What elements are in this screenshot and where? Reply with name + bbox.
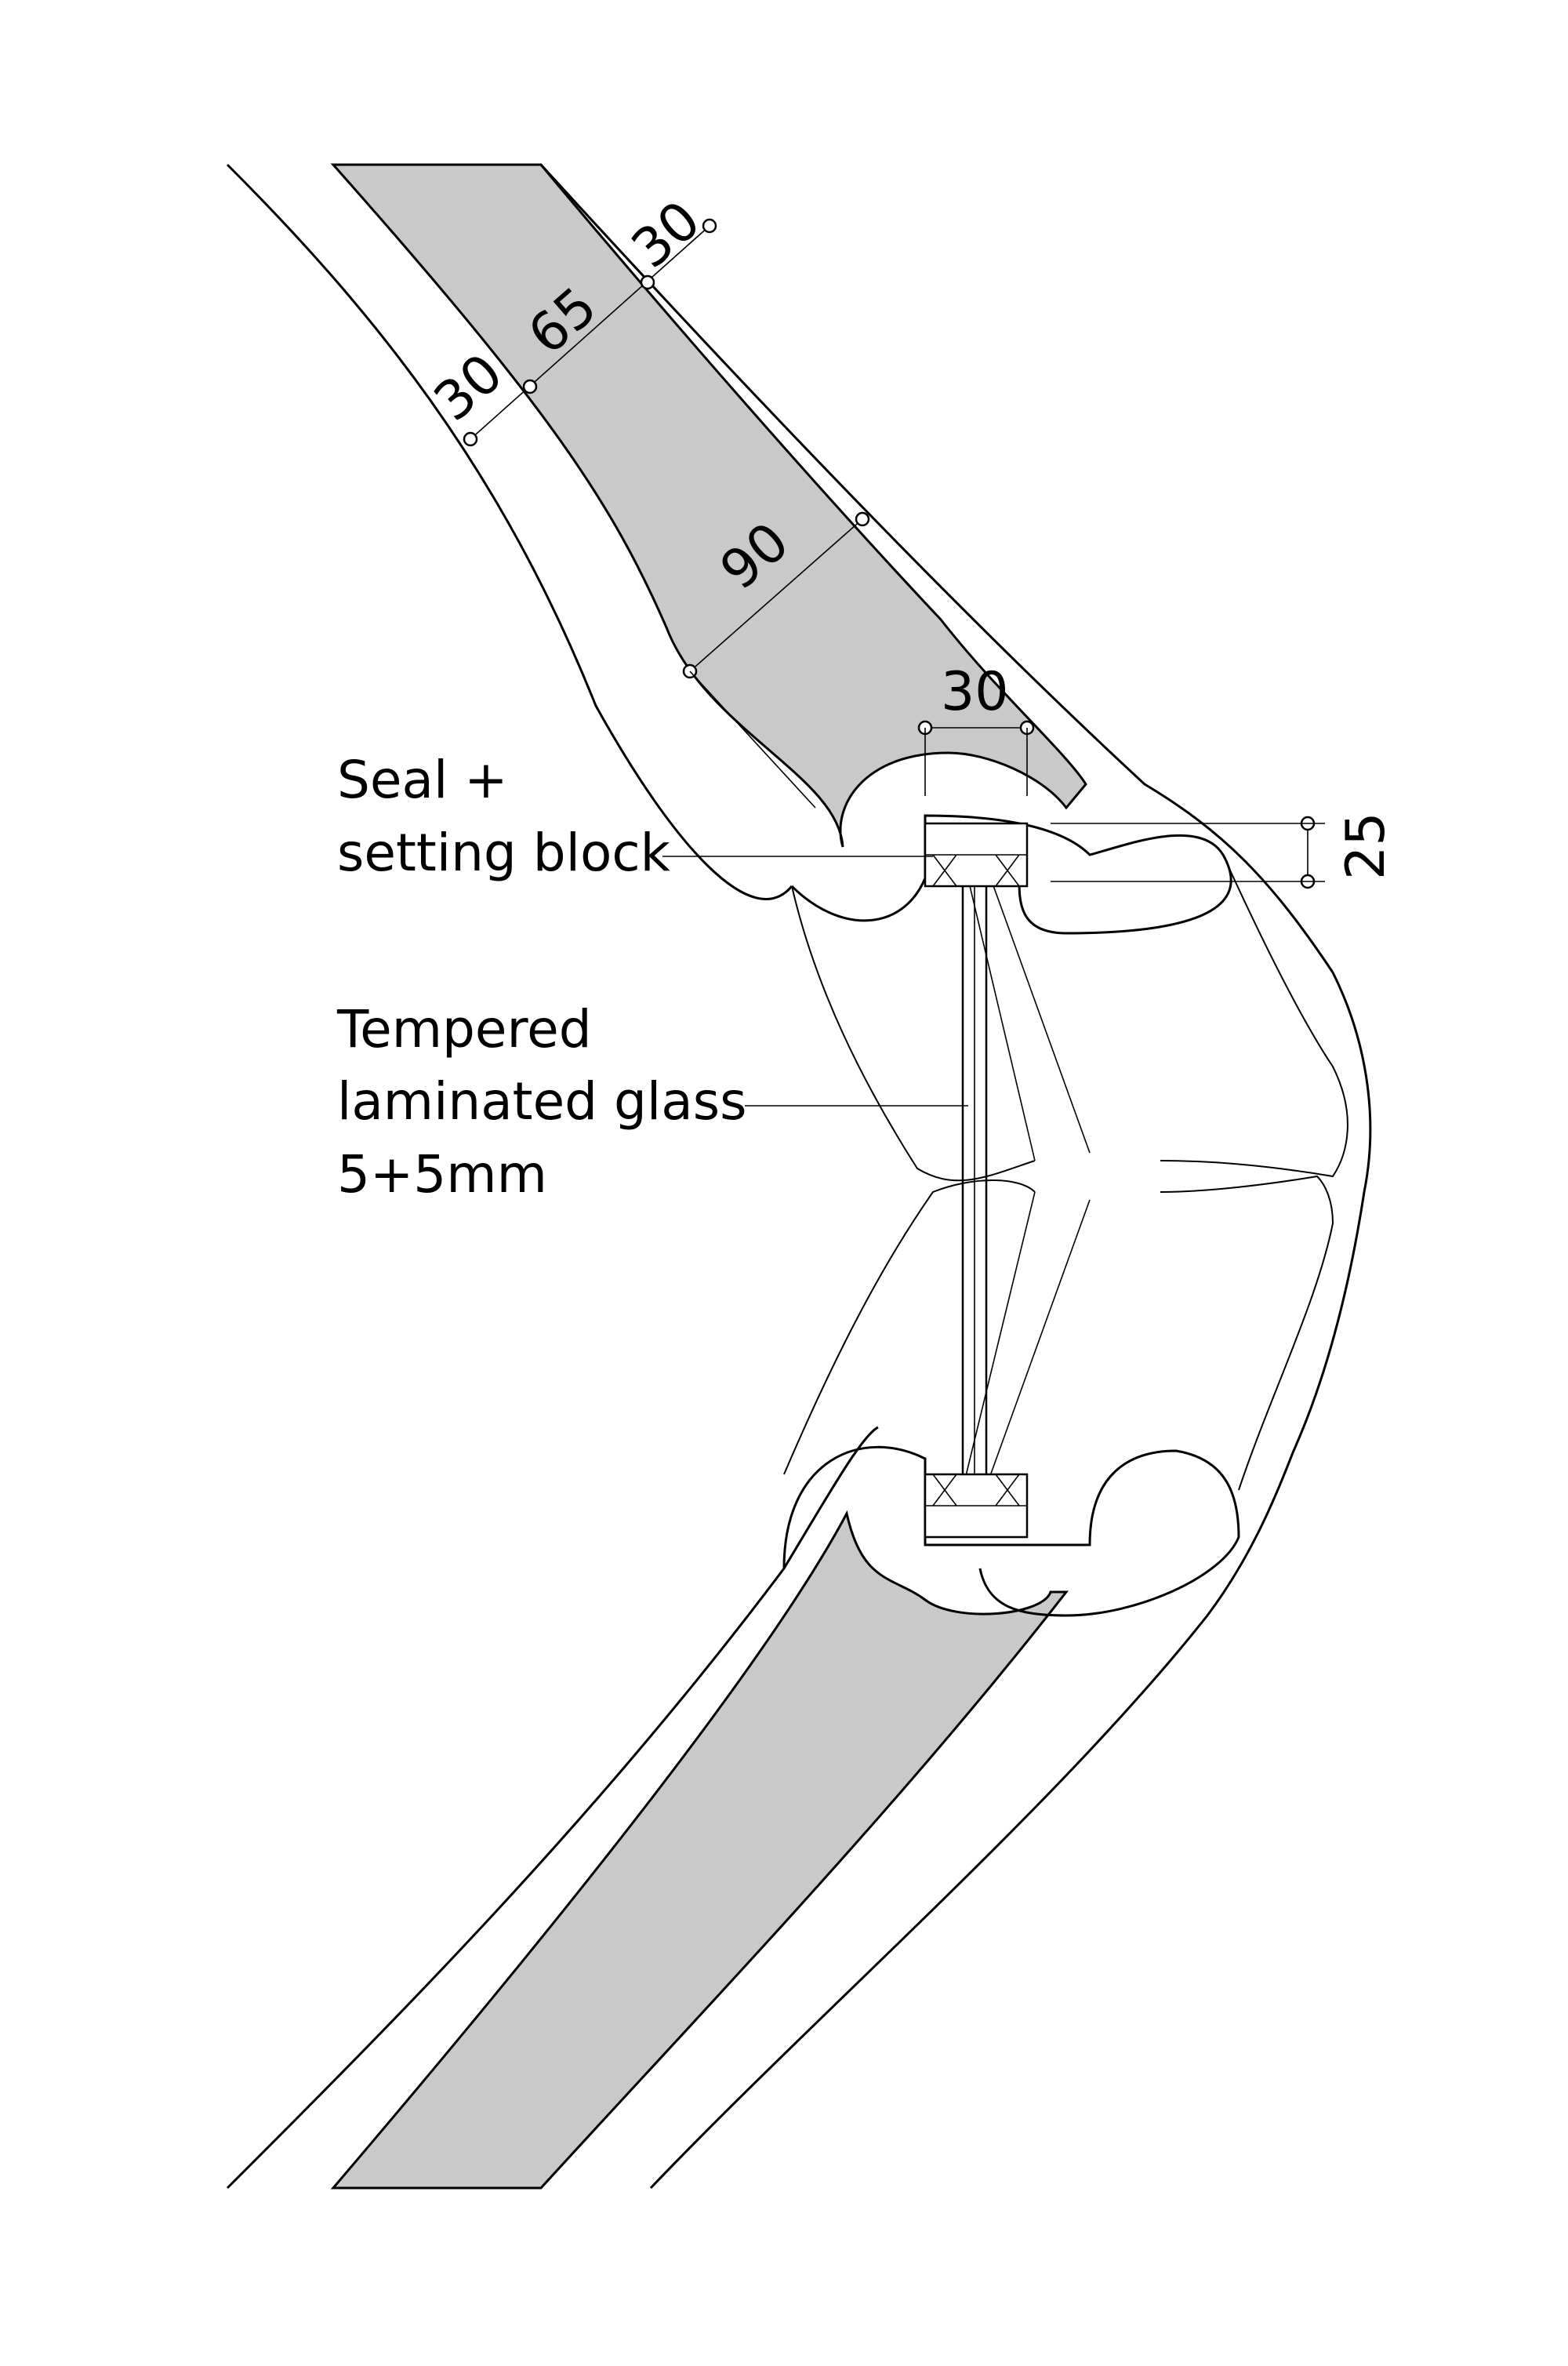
- dim-90-line: [689, 518, 863, 672]
- dim-90-leader: [689, 671, 816, 809]
- upper-profile: [226, 163, 1372, 1193]
- lower-chamber-right: [1160, 1175, 1334, 1491]
- callout-glass: Tempered laminated glass 5+5mm: [336, 999, 968, 1205]
- upper-core-fill: [330, 163, 1087, 848]
- lower-outer-right-line: [649, 1191, 1366, 2190]
- dimension-lines: [463, 218, 1325, 889]
- label-glass-line2: laminated glass: [337, 1071, 747, 1132]
- lower-core-fill: [330, 1510, 1069, 2190]
- label-glass-line3: 5+5mm: [337, 1144, 547, 1205]
- dim-node: [463, 431, 478, 447]
- lower-inner-diagonal: [964, 1191, 1091, 1483]
- callout-seal: Seal + setting block: [337, 750, 933, 883]
- lower-seal-hatch: [925, 1474, 1027, 1506]
- lower-profile: [226, 1175, 1366, 2190]
- upper-chamber-right: [1160, 854, 1348, 1178]
- dim-chain-line: [470, 225, 710, 440]
- dim-node: [855, 511, 870, 527]
- dim-node: [640, 274, 655, 290]
- dim-node: [522, 379, 538, 394]
- glass-assembly: [924, 822, 1029, 1539]
- dim-node: [702, 218, 717, 234]
- lower-lobe-outline: [782, 1445, 1240, 1617]
- dim-text-slot-width: 30: [941, 661, 1009, 723]
- label-seal-line1: Seal +: [337, 750, 508, 810]
- upper-seal-hatch: [925, 854, 1027, 887]
- lower-outer-left-line: [226, 1426, 879, 2190]
- upper-lobe-outline: [790, 814, 1232, 935]
- upper-chamber-left: [791, 885, 1036, 1182]
- dimension-texts: 30 65 30 90 30 25: [423, 189, 1397, 880]
- label-glass-line1: Tempered: [336, 999, 592, 1059]
- upper-outer-right-line: [539, 163, 1372, 1193]
- label-seal-line2: setting block: [337, 823, 671, 883]
- lower-chamber-left: [783, 1179, 1036, 1475]
- dim-text-slot-height: 25: [1335, 812, 1397, 880]
- upper-outer-left-line: [226, 163, 793, 900]
- upper-inner-diagonal: [964, 862, 1091, 1161]
